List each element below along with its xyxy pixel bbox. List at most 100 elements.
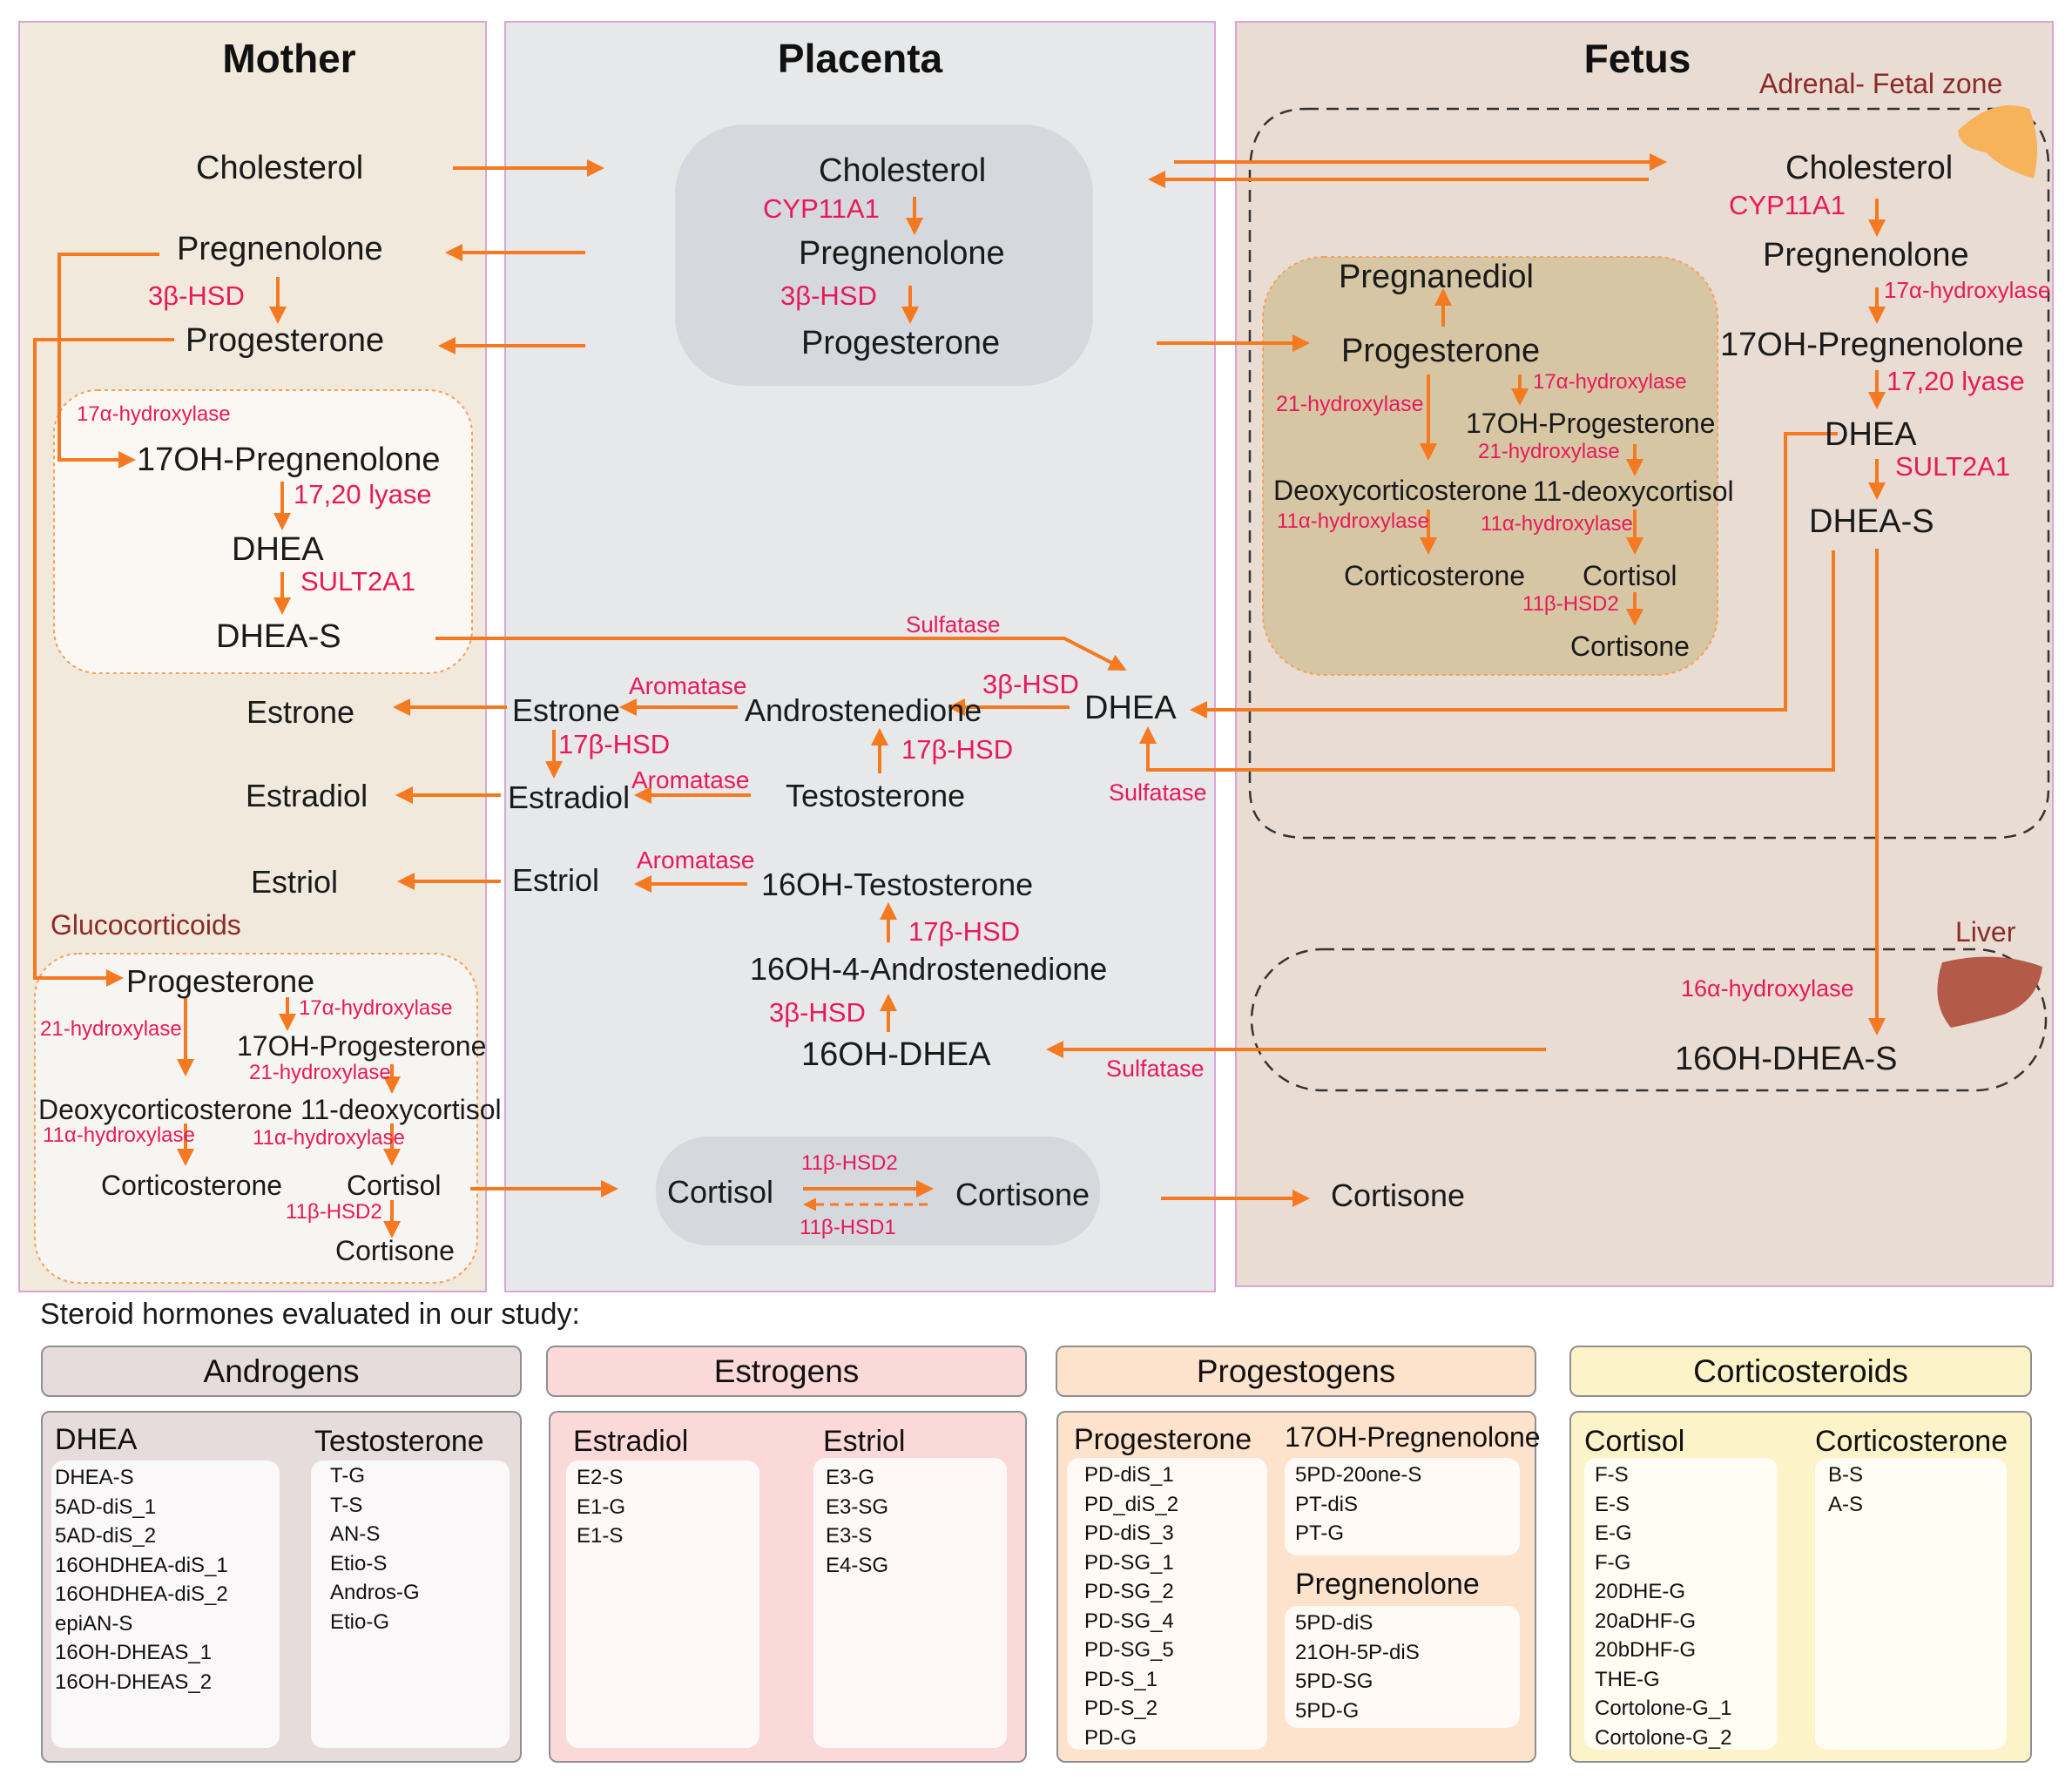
list-item: 16OHDHEA-diS_2 xyxy=(55,1582,228,1606)
list-item: PD-SG_1 xyxy=(1084,1550,1174,1575)
list-item: E3-SG xyxy=(826,1494,889,1519)
progestogens-17oh-panel xyxy=(1285,1458,1520,1555)
mother-estriol: Estriol xyxy=(251,864,339,900)
placenta-aromatase-1: Aromatase xyxy=(629,672,747,699)
pathway-diagram xyxy=(18,21,2054,1292)
fetus-enzyme-cyp: CYP11A1 xyxy=(1729,190,1846,220)
fetus-cortisone: Cortisone xyxy=(1331,1177,1466,1213)
fetus-progesterone: Progesterone xyxy=(1341,333,1541,369)
fetus-dhea: DHEA xyxy=(1825,416,1917,453)
mother-enzyme-sult: SULT2A1 xyxy=(300,566,416,597)
fetus-16oh-dhea-s: 16OH-DHEA-S xyxy=(1675,1041,1898,1077)
list-item: AN-S xyxy=(330,1522,381,1546)
mother-title: Mother xyxy=(222,36,356,81)
list-corticosterone: B-S A-S xyxy=(1828,1461,1863,1519)
list-item: PD-SG_2 xyxy=(1084,1580,1174,1603)
fetus-enzyme-21a: 21-hydroxylase xyxy=(1276,392,1424,416)
placenta-enzyme-17bhsd-3: 17β-HSD xyxy=(908,916,1021,947)
card-estrogens: Estradiol Estriol E2-S E1-G E1-S E3-G E3… xyxy=(549,1411,1027,1763)
list-item: PD-SG_5 xyxy=(1084,1638,1174,1662)
estrogens-estriol-panel xyxy=(813,1458,1007,1748)
mother-pregnenolone: Pregnenolone xyxy=(177,231,383,267)
adrenal-zone-outline xyxy=(1248,107,2050,840)
gluco-enzyme-21a: 21-hydroxylase xyxy=(40,1017,182,1041)
placenta-aromatase-2: Aromatase xyxy=(631,766,750,793)
list-item: 5AD-diS_1 xyxy=(55,1494,157,1519)
placenta-cortisol-box xyxy=(656,1137,1100,1245)
fetus-enzyme-11a: 11α-hydroxylase xyxy=(1277,509,1429,533)
placenta-cortisol: Cortisol xyxy=(667,1174,774,1210)
fetus-enzyme-sult: SULT2A1 xyxy=(1895,451,2011,482)
fetus-pregnenolone: Pregnenolone xyxy=(1763,237,1969,273)
list-item: 16OH-DHEAS_1 xyxy=(55,1641,213,1664)
placenta-aromatase-3: Aromatase xyxy=(637,847,755,874)
placenta-16oh-androstenedione: 16OH-4-Androstenedione xyxy=(750,951,1108,987)
placenta-sulfatase-top: Sulfatase xyxy=(906,611,1001,638)
mother-cholesterol: Cholesterol xyxy=(196,150,364,186)
placenta-dhea: DHEA xyxy=(1084,690,1177,726)
placenta-enzyme-17bhsd-2: 17β-HSD xyxy=(901,734,1014,765)
list-estradiol: E2-S E1-G E1-S xyxy=(577,1463,625,1551)
androgens-testo-panel xyxy=(311,1461,510,1748)
list-item: 16OH-DHEAS_2 xyxy=(55,1670,213,1694)
mother-gluco-box xyxy=(34,953,478,1284)
fetus-cholesterol: Cholesterol xyxy=(1785,150,1954,186)
list-item: 5PD-SG xyxy=(1295,1670,1373,1693)
list-pregnenolone: 5PD-diS 21OH-5P-diS 5PD-SG 5PD-G xyxy=(1295,1609,1420,1725)
study-title: Steroid hormones evaluated in our study: xyxy=(40,1298,580,1331)
category-androgens: Androgens xyxy=(41,1346,522,1397)
mother-dhea: DHEA xyxy=(232,531,324,568)
fetus-enzyme-17a-inner: 17α-hydroxylase xyxy=(1533,370,1687,394)
list-dhea: DHEA-S 5AD-diS_1 5AD-diS_2 16OHDHEA-diS_… xyxy=(55,1463,228,1697)
fetus-17oh-progesterone: 17OH-Progesterone xyxy=(1466,408,1716,439)
placenta-estriol: Estriol xyxy=(512,862,600,898)
placenta-16oh-testosterone: 16OH-Testosterone xyxy=(761,867,1034,902)
placenta-enzyme-17bhsd-1: 17β-HSD xyxy=(558,729,671,759)
col-17oh-pregnenolone-title: 17OH-Pregnenolone xyxy=(1285,1421,1541,1453)
list-item: PD_diS_2 xyxy=(1084,1492,1179,1516)
mother-enzyme-1720: 17,20 lyase xyxy=(294,479,432,509)
glucocorticoids-label: Glucocorticoids xyxy=(51,909,241,941)
list-item: F-G xyxy=(1595,1550,1631,1575)
list-item: T-G xyxy=(330,1464,365,1488)
list-estriol: E3-G E3-SG E3-S E4-SG xyxy=(826,1463,888,1580)
mother-17oh-pregnenolone: 17OH-Pregnenolone xyxy=(137,442,441,478)
fetus-cortisol: Cortisol xyxy=(1583,560,1677,591)
liver-label: Liver xyxy=(1955,916,2016,948)
fetus-11-deoxycortisol: 11-deoxycortisol xyxy=(1533,476,1734,507)
liver-zone-outline xyxy=(1250,948,2048,1092)
list-item: E3-S xyxy=(826,1524,873,1548)
col-estriol-title: Estriol xyxy=(823,1425,906,1458)
category-progestogens: Progestogens xyxy=(1056,1346,1536,1397)
list-item: 5PD-20one-S xyxy=(1295,1463,1422,1487)
list-item: E2-S xyxy=(577,1466,624,1489)
gluco-11-deoxycortisol: 11-deoxycortisol xyxy=(300,1094,502,1125)
placenta-enzyme-3bhsd: 3β-HSD xyxy=(780,280,877,311)
placenta-enzyme-3bhsd-2: 3β-HSD xyxy=(982,669,1079,699)
list-item: 21OH-5P-diS xyxy=(1295,1640,1420,1664)
category-estrogens: Estrogens xyxy=(546,1346,1027,1397)
gluco-cortisol: Cortisol xyxy=(347,1170,442,1201)
gluco-corticosterone: Corticosterone xyxy=(101,1170,283,1201)
list-item: F-S xyxy=(1595,1463,1629,1487)
mother-enzyme-3bhsd: 3β-HSD xyxy=(148,280,245,311)
list-item: E1-G xyxy=(577,1494,626,1519)
list-item: A-S xyxy=(1828,1492,1864,1516)
progestogens-progesterone-panel xyxy=(1067,1458,1267,1750)
progestogens-pregnenolone-panel xyxy=(1285,1606,1520,1728)
list-item: Cortolone-G_2 xyxy=(1595,1725,1732,1750)
placenta-cortisone: Cortisone xyxy=(955,1177,1090,1212)
card-androgens: DHEA Testosterone DHEA-S 5AD-diS_1 5AD-d… xyxy=(41,1411,522,1763)
list-item: PT-diS xyxy=(1295,1492,1359,1516)
fetus-enzyme-11b: 11α-hydroxylase xyxy=(1481,512,1633,536)
mother-progesterone: Progesterone xyxy=(186,322,385,359)
gluco-enzyme-11bhsd2: 11β-HSD2 xyxy=(286,1200,382,1224)
placenta-testosterone: Testosterone xyxy=(786,778,966,813)
category-corticosteroids: Corticosteroids xyxy=(1569,1346,2032,1397)
list-item: PD-SG_4 xyxy=(1084,1609,1174,1633)
list-item: E3-G xyxy=(826,1466,875,1489)
col-cortisol-title: Cortisol xyxy=(1584,1425,1685,1458)
corticosteroids-corticosterone-panel xyxy=(1815,1458,2007,1750)
fetus-dhea-s: DHEA-S xyxy=(1809,503,1934,540)
list-item: E-S xyxy=(1595,1492,1630,1516)
